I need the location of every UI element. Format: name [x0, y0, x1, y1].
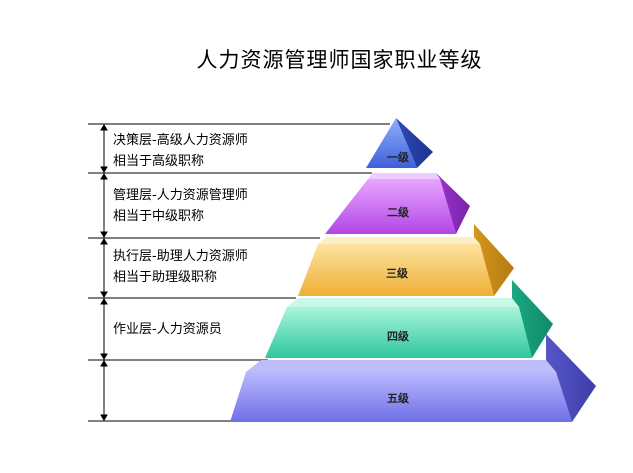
level-2-equivalent: 相当于中级职称: [113, 209, 205, 224]
level-bracket: [88, 123, 390, 422]
level-3-equivalent: 相当于助理级职称: [113, 270, 218, 285]
pyramid-level-2: 二级: [325, 173, 470, 234]
level-1-role: 决策层-高级人力资源师: [113, 133, 248, 148]
level-4-role: 作业层-人力资源员: [113, 322, 222, 337]
level-3-role: 执行层-助理人力资源师: [113, 249, 248, 264]
pyramid-level-4: 四级: [265, 280, 553, 358]
level-3-description: 执行层-助理人力资源师 相当于助理级职称: [113, 246, 323, 288]
level-2-label: 二级: [387, 205, 410, 219]
level-5-label: 五级: [387, 391, 410, 405]
level-2-role: 管理层-人力资源管理师: [113, 188, 248, 203]
level-2-description: 管理层-人力资源管理师 相当于中级职称: [113, 185, 323, 227]
level-3-label: 三级: [386, 266, 409, 280]
pyramid-level-5: 五级: [230, 334, 596, 422]
level-4-label: 四级: [387, 329, 410, 343]
level-4-description: 作业层-人力资源员: [113, 319, 323, 340]
pyramid-level-1: 一级: [366, 118, 433, 168]
level-1-description: 决策层-高级人力资源师 相当于高级职称: [113, 130, 323, 172]
level-1-label: 一级: [387, 150, 410, 164]
page-title: 人力资源管理师国家职业等级: [196, 48, 483, 72]
level-1-equivalent: 相当于高级职称: [113, 154, 205, 169]
pyramid-level-3: 三级: [298, 224, 514, 296]
